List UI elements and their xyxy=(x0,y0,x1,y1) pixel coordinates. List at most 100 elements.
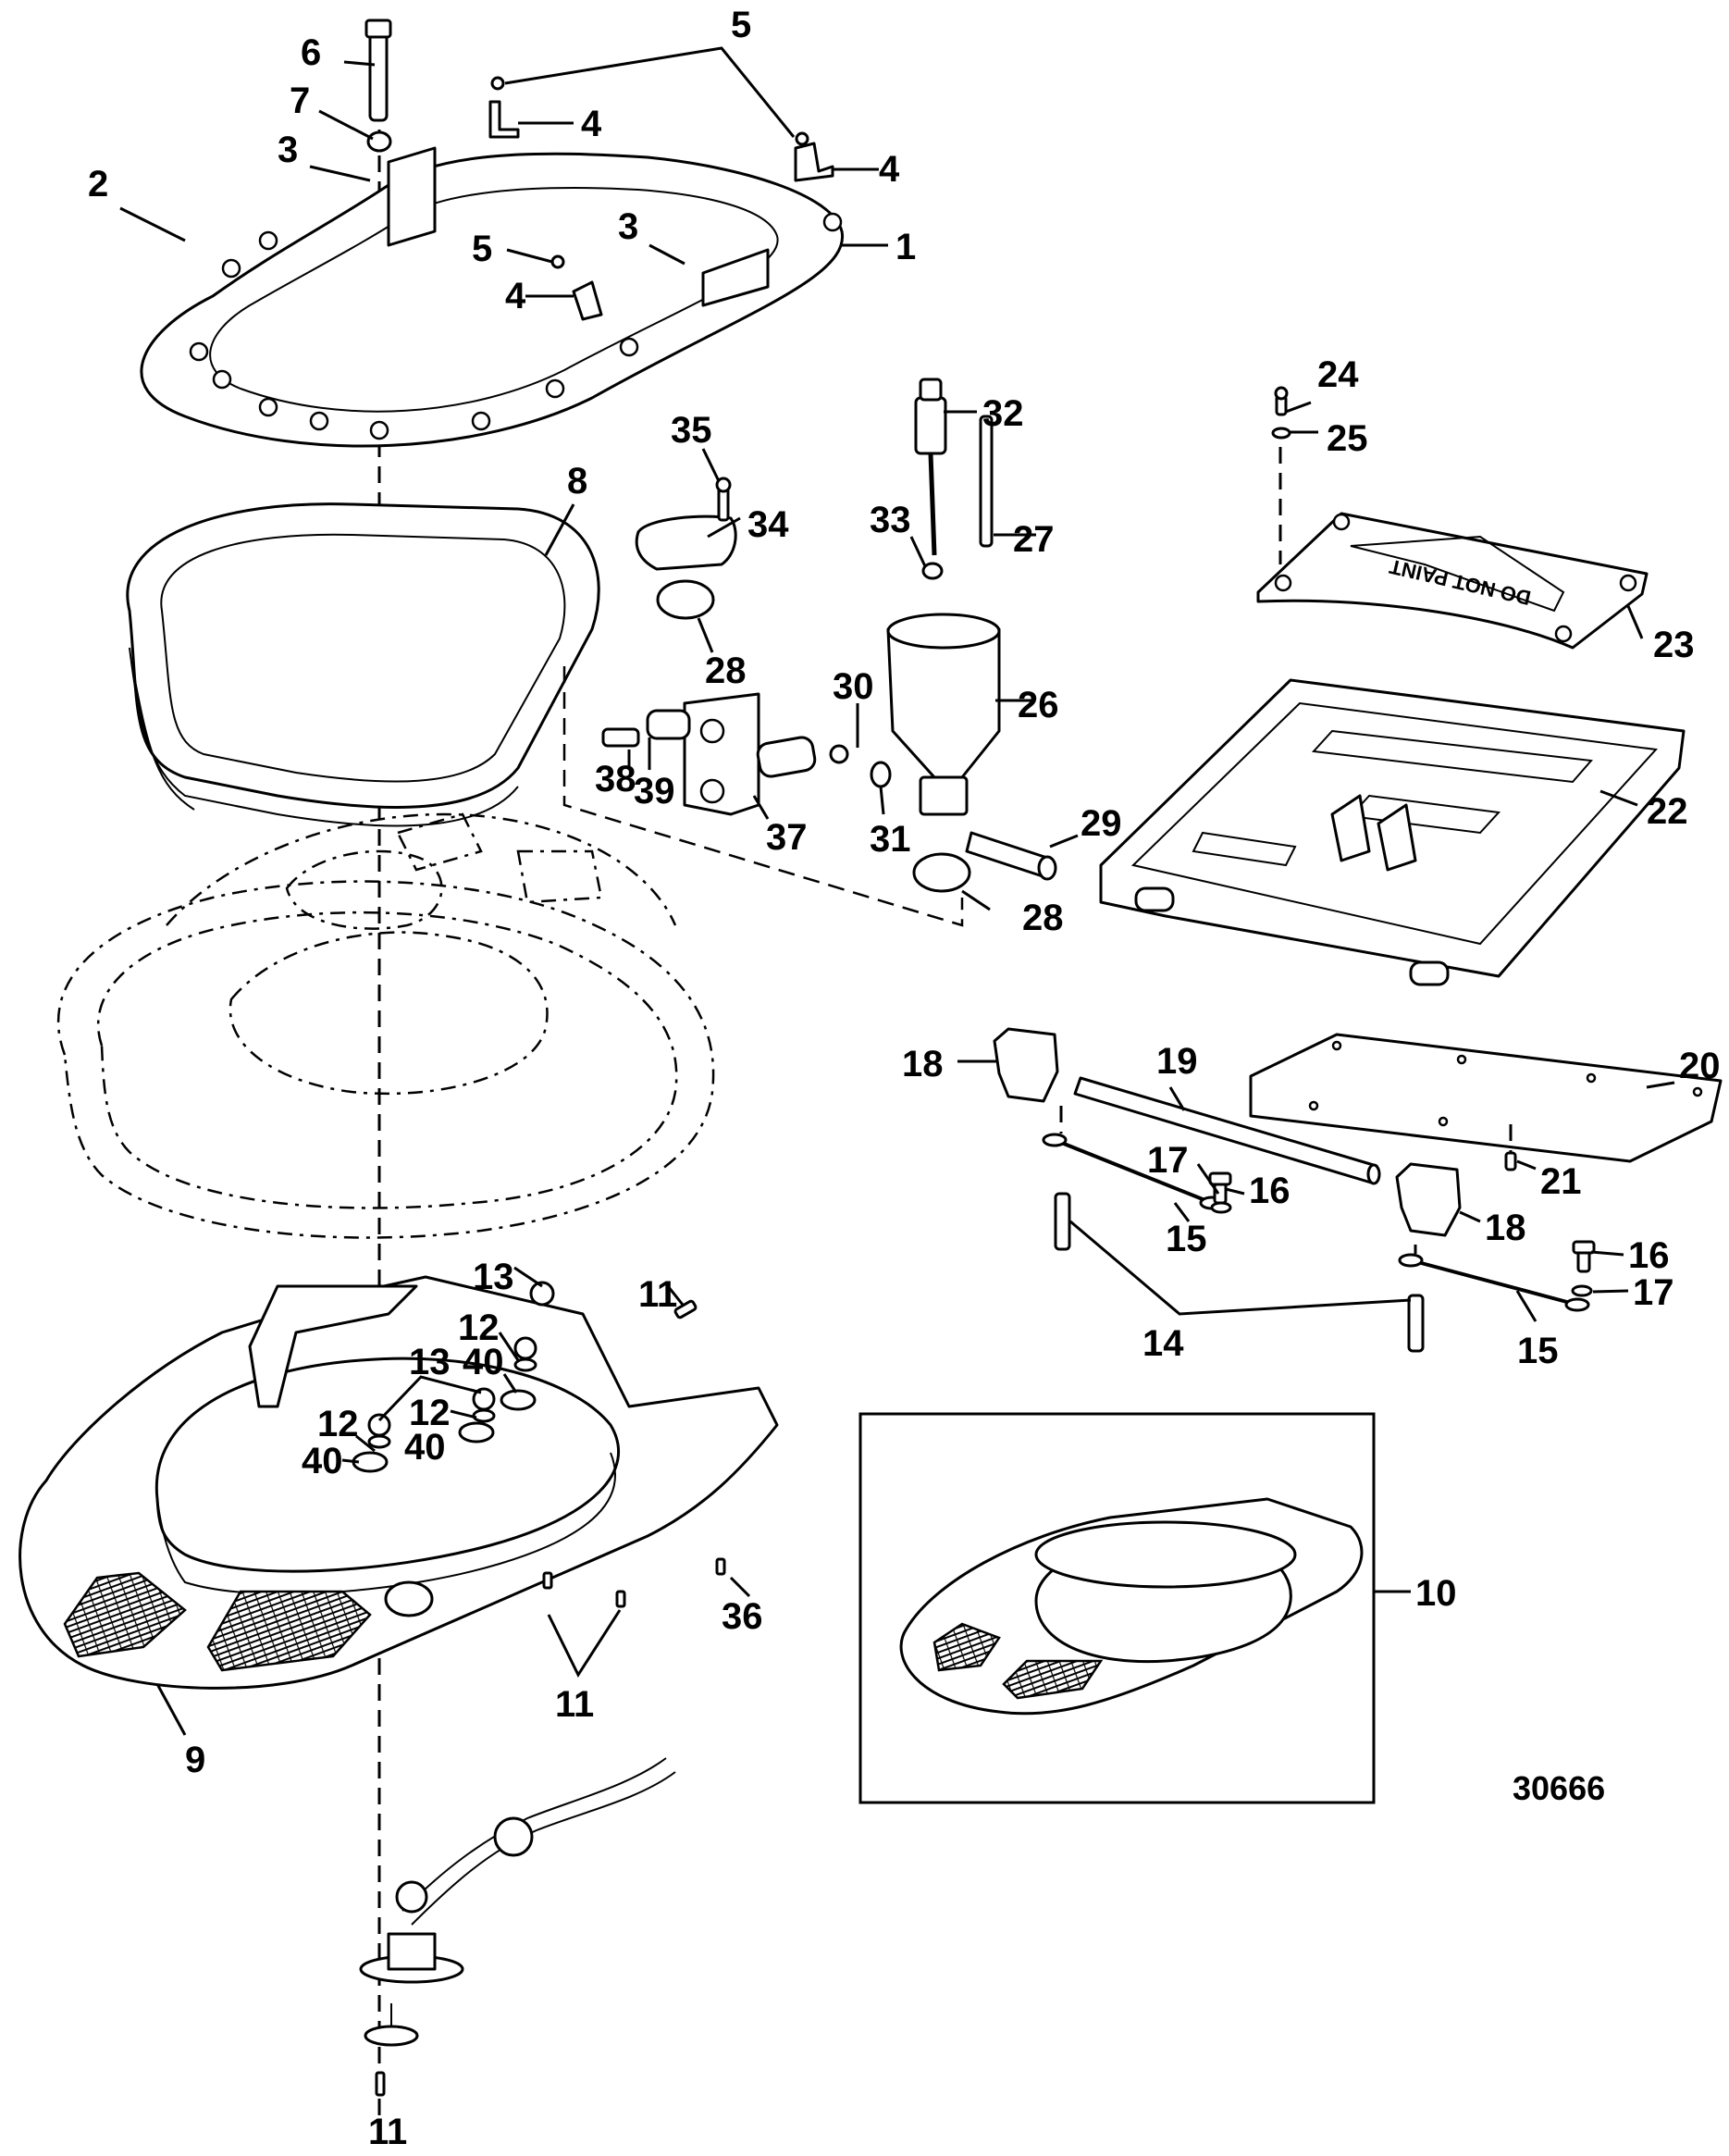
part-washer-33 xyxy=(921,562,944,580)
part-screw-11-mid-a xyxy=(542,1571,553,1590)
callout-11: 11 xyxy=(368,2112,407,2152)
part-valve-block-37 xyxy=(646,692,817,816)
part-screw-21 xyxy=(1504,1151,1517,1171)
callout-4: 4 xyxy=(505,276,526,316)
callout-32: 32 xyxy=(982,393,1024,434)
part-plate-20 xyxy=(1249,1033,1723,1163)
part-upper-ring xyxy=(140,146,845,448)
part-block-18-right xyxy=(1395,1162,1462,1237)
part-seal-8 xyxy=(126,502,600,827)
callout-22: 22 xyxy=(1647,791,1688,832)
callout-18: 18 xyxy=(1485,1208,1526,1248)
ring-bolt-holes xyxy=(189,212,843,440)
callout-40: 40 xyxy=(404,1427,446,1468)
callout-15: 15 xyxy=(1166,1219,1207,1259)
callout-8: 8 xyxy=(567,461,587,502)
callout-33: 33 xyxy=(870,500,911,540)
assembly-reference-line xyxy=(562,666,964,927)
part-screw-36 xyxy=(715,1557,726,1576)
part-bracket-4-top xyxy=(488,76,520,139)
callout-18: 18 xyxy=(902,1044,944,1084)
callout-39: 39 xyxy=(634,771,675,812)
callout-16: 16 xyxy=(1628,1235,1670,1276)
callout-4: 4 xyxy=(879,149,900,190)
callout-19: 19 xyxy=(1156,1041,1198,1082)
part-block-18-left xyxy=(993,1027,1059,1103)
part-o-ring-28-lower xyxy=(912,852,971,893)
callout-7: 7 xyxy=(290,81,310,121)
part-cover-34 xyxy=(635,477,737,571)
callout-11: 11 xyxy=(638,1274,677,1315)
part-lower-mount xyxy=(359,1757,676,2047)
part-cylinder-26 xyxy=(886,613,1001,816)
part-bolt-14-right xyxy=(1407,1294,1425,1353)
callout-25: 25 xyxy=(1327,418,1368,459)
callout-30: 30 xyxy=(833,666,874,707)
callout-34: 34 xyxy=(747,504,789,545)
callout-12: 12 xyxy=(458,1307,500,1348)
callout-28: 28 xyxy=(1022,898,1064,938)
part-rod-27 xyxy=(979,415,994,548)
callout-21: 21 xyxy=(1540,1161,1582,1202)
part-tray-22 xyxy=(1099,678,1686,986)
part-screw-11-top xyxy=(673,1299,698,1320)
part-plate-23: DO NOT PAINT xyxy=(1256,512,1649,650)
callout-16: 16 xyxy=(1249,1171,1291,1211)
part-rod-19 xyxy=(1073,1076,1381,1185)
inset-box-part-10 xyxy=(858,1412,1376,1804)
callout-17: 17 xyxy=(1633,1272,1674,1313)
callout-12: 12 xyxy=(317,1404,359,1444)
part-sensor-32 xyxy=(914,378,947,556)
callout-28: 28 xyxy=(705,651,747,691)
callout-5: 5 xyxy=(731,5,751,45)
callout-37: 37 xyxy=(766,817,808,858)
part-screw-24 xyxy=(1274,386,1289,416)
callout-38: 38 xyxy=(595,759,636,799)
part-washer-25 xyxy=(1271,427,1291,440)
part-washer-17-left xyxy=(1210,1201,1232,1214)
callout-5: 5 xyxy=(472,229,492,269)
callout-9: 9 xyxy=(185,1740,205,1780)
part-o-ring-28-upper xyxy=(656,579,715,620)
part-screw-11-bottom xyxy=(375,2071,386,2097)
callout-15: 15 xyxy=(1517,1331,1559,1371)
callout-2: 2 xyxy=(88,164,108,204)
callout-14: 14 xyxy=(1142,1323,1184,1364)
part-washer-31 xyxy=(870,761,892,788)
callout-3: 3 xyxy=(278,130,298,170)
callout-20: 20 xyxy=(1679,1046,1721,1086)
part-nuts-washers-clamps xyxy=(352,1281,555,1473)
callout-40: 40 xyxy=(302,1441,343,1481)
callout-4: 4 xyxy=(581,104,602,144)
part-pin-29 xyxy=(965,831,1057,881)
callout-26: 26 xyxy=(1018,685,1059,725)
callout-13: 13 xyxy=(473,1257,514,1297)
part-washer-17-right xyxy=(1571,1284,1593,1297)
part-fitting-38 xyxy=(601,727,640,748)
figure-number: 30666 xyxy=(1513,1769,1605,1807)
callout-1: 1 xyxy=(895,227,916,267)
callout-31: 31 xyxy=(870,819,911,860)
callout-40: 40 xyxy=(463,1342,504,1382)
part-cable-15-right xyxy=(1398,1253,1590,1312)
callout-3: 3 xyxy=(618,206,638,247)
part-bolt-14-left xyxy=(1054,1192,1071,1251)
part-fitting-30 xyxy=(829,744,849,764)
part-screw-11-mid-b xyxy=(615,1590,626,1608)
leader-lines xyxy=(119,46,1675,1736)
part-base-plate-9 xyxy=(19,1275,779,1690)
part-bolt-6 xyxy=(364,19,392,122)
callout-12: 12 xyxy=(409,1393,451,1433)
callout-23: 23 xyxy=(1653,625,1695,665)
callout-6: 6 xyxy=(301,32,321,73)
callout-17: 17 xyxy=(1147,1140,1189,1181)
callout-35: 35 xyxy=(671,410,712,451)
callout-11: 11 xyxy=(555,1684,594,1725)
callout-24: 24 xyxy=(1317,354,1359,395)
callout-27: 27 xyxy=(1013,519,1055,560)
part-washer-7 xyxy=(366,130,392,153)
callout-labels: 1 2 3 3 4 4 4 5 5 6 7 8 9 10 11 11 11 12… xyxy=(88,5,1721,2152)
callout-13: 13 xyxy=(409,1342,451,1382)
part-bracket-4-right xyxy=(794,131,834,182)
